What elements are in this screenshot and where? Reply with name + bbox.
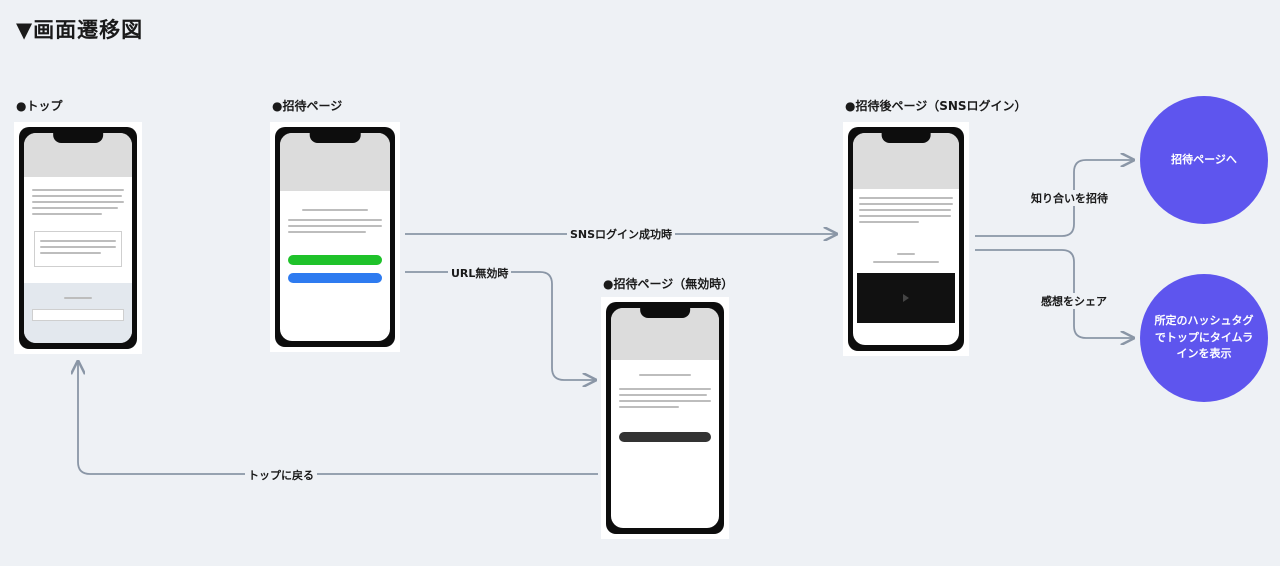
screen-invite [270, 122, 400, 352]
phone-notch [53, 133, 103, 143]
phone-notch [881, 133, 931, 143]
phone-screen [611, 308, 719, 528]
phone-notch [309, 133, 361, 143]
screen-label-top: ●トップ [16, 99, 63, 113]
phone-mockup [275, 127, 395, 347]
screen-after-invite [843, 122, 969, 356]
phone-screen [280, 133, 390, 341]
phone-mockup [606, 302, 724, 534]
edge-label-url-invalid: URL無効時 [448, 265, 512, 281]
screen-top [14, 122, 142, 354]
edge-label-share: 感想をシェア [1038, 293, 1110, 309]
dark-button[interactable] [619, 432, 711, 442]
footer-input [32, 309, 124, 321]
green-login-button[interactable] [288, 255, 382, 265]
phone-screen [853, 133, 959, 345]
footer-area [24, 283, 132, 343]
notice-box [34, 231, 122, 267]
video-player[interactable] [857, 273, 955, 323]
phone-mockup [848, 127, 964, 351]
screen-label-invite-invalid: ●招待ページ（無効時） [603, 277, 734, 291]
phone-screen [24, 133, 132, 343]
arrow-back-top [78, 362, 598, 475]
screen-label-after-invite: ●招待後ページ（SNSログイン） [845, 99, 1027, 113]
screen-label-invite: ●招待ページ [272, 99, 343, 113]
node-timeline[interactable]: 所定のハッシュタグ でトップにタイムラ インを表示 [1140, 274, 1268, 402]
edge-label-invite-friend: 知り合いを招待 [1028, 190, 1111, 206]
screen-invite-invalid [601, 297, 729, 539]
phone-notch [640, 308, 690, 318]
page-title: ▼画面遷移図 [16, 18, 144, 42]
phone-mockup [19, 127, 137, 349]
arrow-url-invalid [405, 271, 595, 380]
edge-label-sns-login: SNSログイン成功時 [567, 226, 676, 242]
blue-login-button[interactable] [288, 273, 382, 283]
node-invite-page[interactable]: 招待ページへ [1140, 96, 1268, 224]
play-icon [903, 294, 909, 302]
edge-label-back-top: トップに戻る [245, 467, 317, 483]
